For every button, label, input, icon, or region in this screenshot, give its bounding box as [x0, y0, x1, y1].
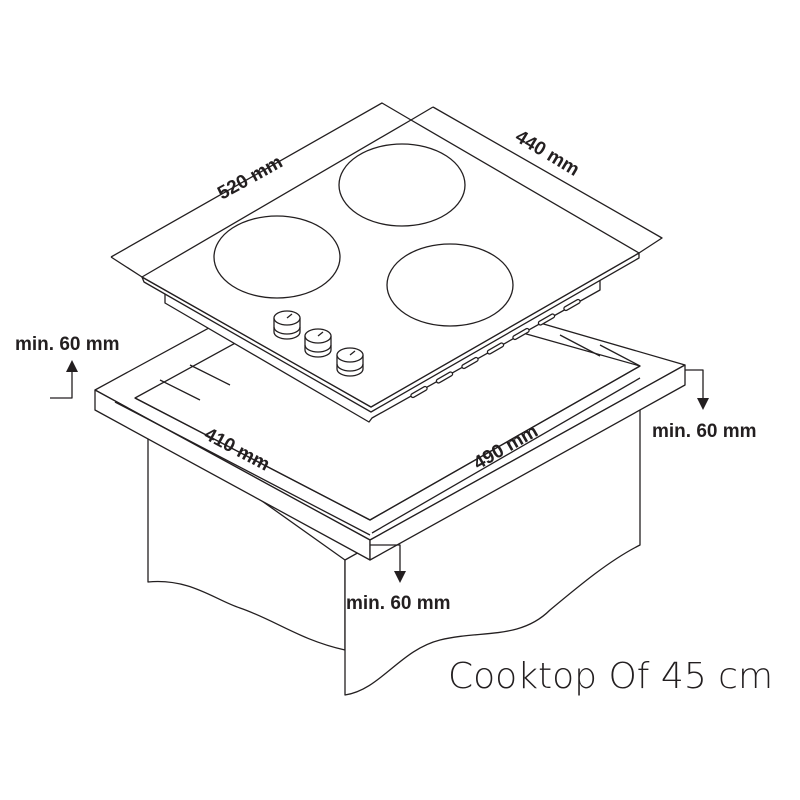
vent-slot — [435, 371, 454, 384]
width-label: 520 mm — [214, 152, 286, 205]
vent-slot — [537, 313, 556, 326]
vent-slot — [563, 298, 581, 312]
arrow-down-icon — [697, 398, 709, 410]
arrow-down-icon — [394, 571, 406, 583]
clearance-right-label: min. 60 mm — [652, 421, 757, 442]
caption: Cooktop Of 45 cm — [448, 656, 773, 697]
clearance-front-label: min. 60 mm — [346, 593, 451, 614]
control-knobs — [273, 310, 364, 377]
vent-slot — [461, 356, 479, 370]
dimension-lines — [110, 102, 663, 536]
vent-slots — [410, 298, 581, 399]
cooktop — [141, 119, 640, 423]
vent-slot — [410, 385, 428, 399]
burner-left — [213, 215, 341, 299]
knob-icon — [273, 310, 301, 340]
clearance-left-label: min. 60 mm — [15, 334, 120, 355]
clearance-arrows — [50, 360, 709, 583]
burner-right — [386, 243, 514, 327]
vent-slot — [486, 342, 505, 355]
knob-icon — [336, 347, 364, 377]
vent-slot — [512, 327, 530, 341]
knob-icon — [304, 328, 332, 358]
arrow-up-icon — [66, 360, 78, 372]
burner-back — [338, 143, 466, 227]
